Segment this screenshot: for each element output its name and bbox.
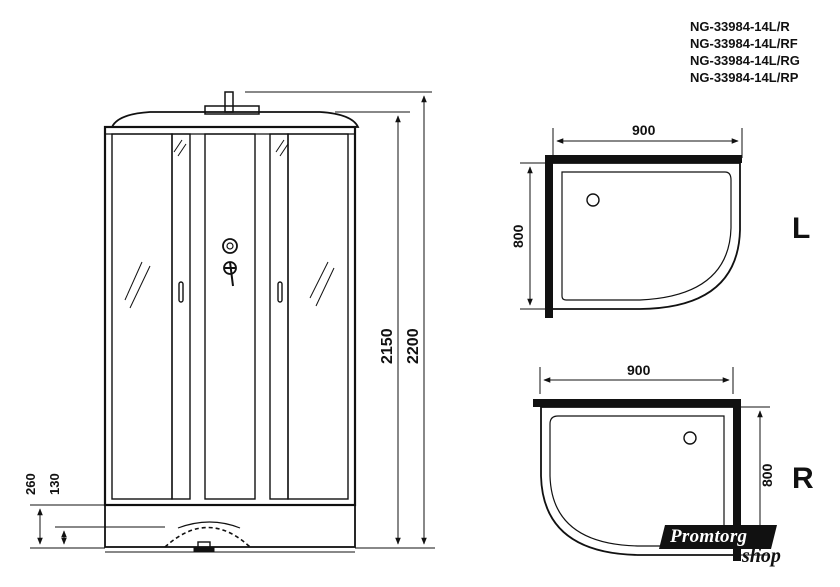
plan-view-left: [520, 128, 743, 318]
label-width-top: 900: [632, 122, 656, 138]
tray-arch: [164, 526, 251, 548]
tray-inner: [561, 171, 732, 301]
door-left: [171, 133, 191, 500]
cabin-roof: [110, 111, 360, 128]
door-handle-left: [178, 281, 184, 303]
label-depth-top: 800: [510, 224, 526, 248]
label-depth-bottom: 800: [759, 463, 775, 487]
model-code: NG-33984-14L/RP: [690, 70, 799, 85]
wall-top: [545, 155, 742, 163]
glass-reflections: [124, 139, 335, 309]
center-panel: [204, 133, 256, 500]
model-code: NG-33984-14L/RG: [690, 53, 800, 68]
variant-left-label: L: [792, 212, 811, 245]
tray-outline-r: [540, 406, 733, 556]
label-height-total: 2200: [405, 328, 422, 364]
wall-left: [545, 155, 553, 318]
label-tray-floor: 130: [47, 473, 62, 495]
model-list: NG-33984-14L/R NG-33984-14L/RF NG-33984-…: [690, 18, 835, 86]
logo-main-text: Promtorg: [670, 526, 748, 547]
control-knob-icon: [222, 238, 238, 254]
shower-tray: [104, 504, 356, 548]
label-width-bottom: 900: [627, 362, 651, 378]
model-code: NG-33984-14L/R: [690, 19, 790, 34]
door-right: [269, 133, 289, 500]
side-panel-left: [111, 133, 173, 500]
drain-icon-r: [683, 431, 697, 445]
door-handle-right: [277, 281, 283, 303]
wall-top-r: [533, 399, 741, 407]
drain-icon: [586, 193, 600, 207]
cabin-front-view: [103, 91, 360, 553]
wall-right: [733, 399, 741, 561]
model-code: NG-33984-14L/RF: [690, 36, 798, 51]
label-height-cabin: 2150: [379, 328, 396, 364]
height-dimensions: [30, 91, 435, 549]
cabin-frame: [103, 125, 357, 507]
tray-outline: [553, 162, 741, 310]
promtorg-logo: Promtorg shop: [658, 521, 826, 573]
label-tray-height: 260: [23, 473, 38, 495]
variant-right-label: R: [792, 462, 814, 495]
shower-pipe: [224, 91, 234, 113]
tray-leg: [193, 547, 215, 553]
roof-dome: [204, 105, 260, 115]
logo-sub-text: shop: [742, 545, 781, 567]
side-panel-right: [287, 133, 349, 500]
